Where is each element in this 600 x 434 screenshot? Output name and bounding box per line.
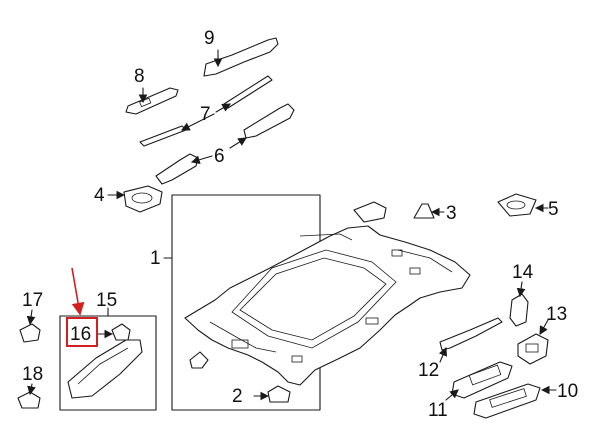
visor-group-box: [59, 307, 157, 411]
highlight-box: [66, 317, 98, 347]
part-8-bracket: [125, 87, 179, 115]
callout-4: 4: [94, 185, 105, 206]
callout-15: 15: [96, 290, 117, 311]
part-16-visor-clip: [111, 323, 131, 341]
part-6-handle: [155, 103, 295, 185]
callout-12: 12: [418, 360, 439, 381]
part-14-bracket: [509, 293, 529, 327]
callout-10: 10: [557, 381, 578, 402]
part-9-trim: [203, 37, 279, 77]
callout-13: 13: [546, 304, 567, 325]
callout-17: 17: [22, 290, 43, 311]
part-11-console: [451, 361, 513, 399]
part-4-lamp: [123, 185, 163, 213]
part-15-sun-visor: [67, 339, 143, 399]
part-10-lens: [473, 383, 541, 419]
headliner-frame: [171, 194, 321, 411]
part-1-headliner: [184, 225, 471, 386]
callout-9: 9: [204, 28, 215, 49]
callout-5: 5: [548, 199, 559, 220]
callout-11: 11: [428, 400, 448, 421]
headliner-pad: [353, 201, 387, 223]
part-3-clip: [413, 203, 435, 219]
part-13-lamp: [517, 333, 549, 365]
part-5-lamp: [497, 193, 537, 217]
callout-18: 18: [22, 364, 43, 385]
callout-1: 1: [150, 248, 161, 269]
callout-7: 7: [200, 104, 211, 125]
highlight-arrow: [71, 267, 85, 316]
part-12-bracket: [439, 317, 503, 351]
retainer-clip: [189, 351, 209, 369]
callout-8: 8: [134, 66, 145, 87]
callout-6: 6: [214, 146, 225, 167]
part-2-retainer: [267, 385, 291, 403]
callout-16: 16: [70, 324, 91, 345]
callout-2: 2: [232, 386, 243, 407]
leader-lines: [26, 49, 557, 401]
part-17-clip: [19, 323, 41, 343]
part-18-clip: [17, 391, 41, 409]
callout-3: 3: [446, 203, 457, 224]
callout-14: 14: [512, 262, 534, 283]
